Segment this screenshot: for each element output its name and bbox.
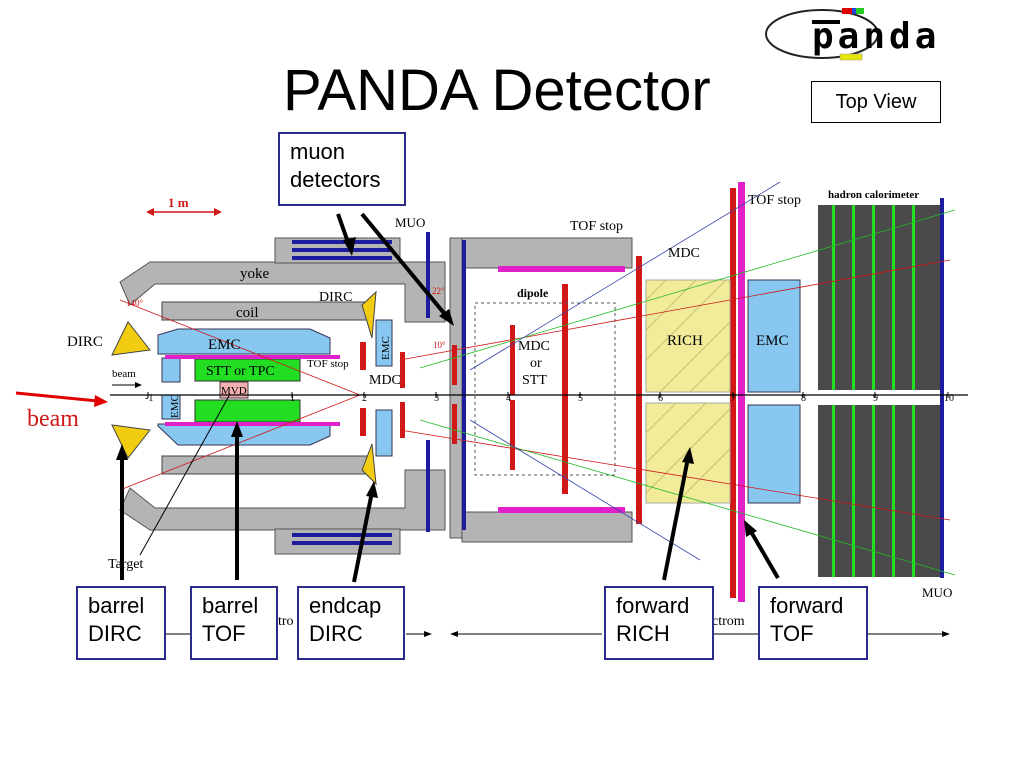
tick-label: 7 xyxy=(731,393,736,404)
spectrometer-right-label: ctrom xyxy=(712,614,745,629)
callout-line: RICH xyxy=(616,621,670,646)
tof-stop-mid-label: TOF stop xyxy=(570,219,623,234)
callout-line: detectors xyxy=(290,167,381,192)
target-pointer xyxy=(139,393,231,556)
emc-forward xyxy=(747,279,801,504)
callout-forward-rich: forward RICH xyxy=(604,586,714,660)
coil xyxy=(161,301,373,475)
diagram-text: beam beam Target yoke coil EMC STT or TP… xyxy=(27,189,952,629)
target-label: Target xyxy=(108,557,143,572)
axis-tick-marks xyxy=(147,392,949,398)
bottom-arrowheads xyxy=(424,631,950,637)
scale-bar: 1 m xyxy=(146,195,222,216)
scale-label: 1 m xyxy=(168,195,189,210)
tick-label: 9 xyxy=(873,393,878,404)
magenta-tof xyxy=(165,182,745,602)
mvd xyxy=(219,381,249,399)
mdc-right-label: MDC xyxy=(668,246,700,261)
callout-endcap-dirc: endcap DIRC xyxy=(297,586,405,660)
dipole-label: dipole xyxy=(517,286,549,300)
axis-tick-labels: -1 1 2 3 4 5 6 7 8 9 10 xyxy=(145,393,954,404)
callout-line: forward xyxy=(616,593,690,618)
yoke-label: yoke xyxy=(240,266,270,282)
muon-bars xyxy=(292,232,466,545)
angle-22-label: 22° xyxy=(432,286,445,296)
rich xyxy=(645,279,731,504)
muo-right-label: MUO xyxy=(922,585,952,600)
dirc-yellow xyxy=(111,290,377,486)
dipole-region xyxy=(474,302,616,476)
callout-line: TOF xyxy=(202,621,246,646)
stt-tpc-label: STT or TPC xyxy=(206,364,275,379)
muo-top-label: MUO xyxy=(395,215,425,230)
tick-label: -1 xyxy=(145,393,153,404)
page-title: PANDA Detector xyxy=(283,58,711,123)
rich-hatch xyxy=(645,279,731,504)
mdc-center-line2: or xyxy=(530,356,542,371)
hadron-calorimeter-label: hadron calorimeter xyxy=(828,189,919,201)
tick-label: 2 xyxy=(362,393,367,404)
callout-line: forward xyxy=(770,593,844,618)
stt-tpc xyxy=(194,358,301,423)
vertical-labels: EMC EMC xyxy=(169,336,392,418)
tick-label: 8 xyxy=(801,393,806,404)
emc-barrel xyxy=(157,319,393,457)
top-view-label: Top View xyxy=(811,81,941,123)
callout-line: DIRC xyxy=(88,621,142,646)
tick-label: 6 xyxy=(658,393,663,404)
tick-label: 3 xyxy=(434,393,439,404)
tick-label: 4 xyxy=(506,393,511,404)
hadron-calorimeter xyxy=(818,198,944,578)
tick-label: 10 xyxy=(944,393,954,404)
emc-forward-label: EMC xyxy=(756,333,789,349)
callout-line: muon xyxy=(290,139,346,164)
callout-line: DIRC xyxy=(309,621,363,646)
callout-line: barrel xyxy=(202,593,259,618)
coil-label: coil xyxy=(236,305,259,321)
tick-label: 5 xyxy=(578,393,583,404)
beam-small-label: beam xyxy=(112,368,136,380)
beam-arrow xyxy=(15,391,108,407)
callout-arrowheads xyxy=(116,237,757,537)
callout-barrel-dirc: barrel DIRC xyxy=(76,586,166,660)
tof-stop-inner-label: TOF stop xyxy=(307,358,349,370)
rich-label: RICH xyxy=(667,333,703,349)
callout-muon-detectors: muon detectors xyxy=(278,132,406,206)
angle-10-label: 10° xyxy=(433,340,446,350)
tof-stop-right-label: TOF stop xyxy=(748,193,801,208)
mvd-label: MVD xyxy=(221,385,247,397)
dirc-top-label: DIRC xyxy=(319,290,352,305)
dirc-left-label: DIRC xyxy=(67,334,103,350)
mdc-inner-label: MDC xyxy=(369,373,401,388)
panda-logo: panda xyxy=(765,8,936,61)
callout-line: endcap xyxy=(309,593,382,618)
callout-forward-tof: forward TOF xyxy=(758,586,868,660)
callout-line: barrel xyxy=(88,593,145,618)
emc-barrel-label: EMC xyxy=(208,337,241,353)
callout-barrel-tof: barrel TOF xyxy=(190,586,278,660)
emc-endcap-label: EMC xyxy=(380,336,392,360)
angle-140-label: 140° xyxy=(126,298,144,308)
spectrometer-left-label: tro xyxy=(278,614,294,629)
callout-line: TOF xyxy=(770,621,814,646)
mdc-center-line1: MDC xyxy=(518,339,550,354)
acceptance-lines xyxy=(119,181,956,576)
yoke xyxy=(119,237,633,555)
tick-label: 1 xyxy=(290,393,295,404)
emc-left-label: EMC xyxy=(169,394,181,418)
mdc-center-line3: STT xyxy=(522,373,547,388)
beam-label: beam xyxy=(27,406,79,432)
